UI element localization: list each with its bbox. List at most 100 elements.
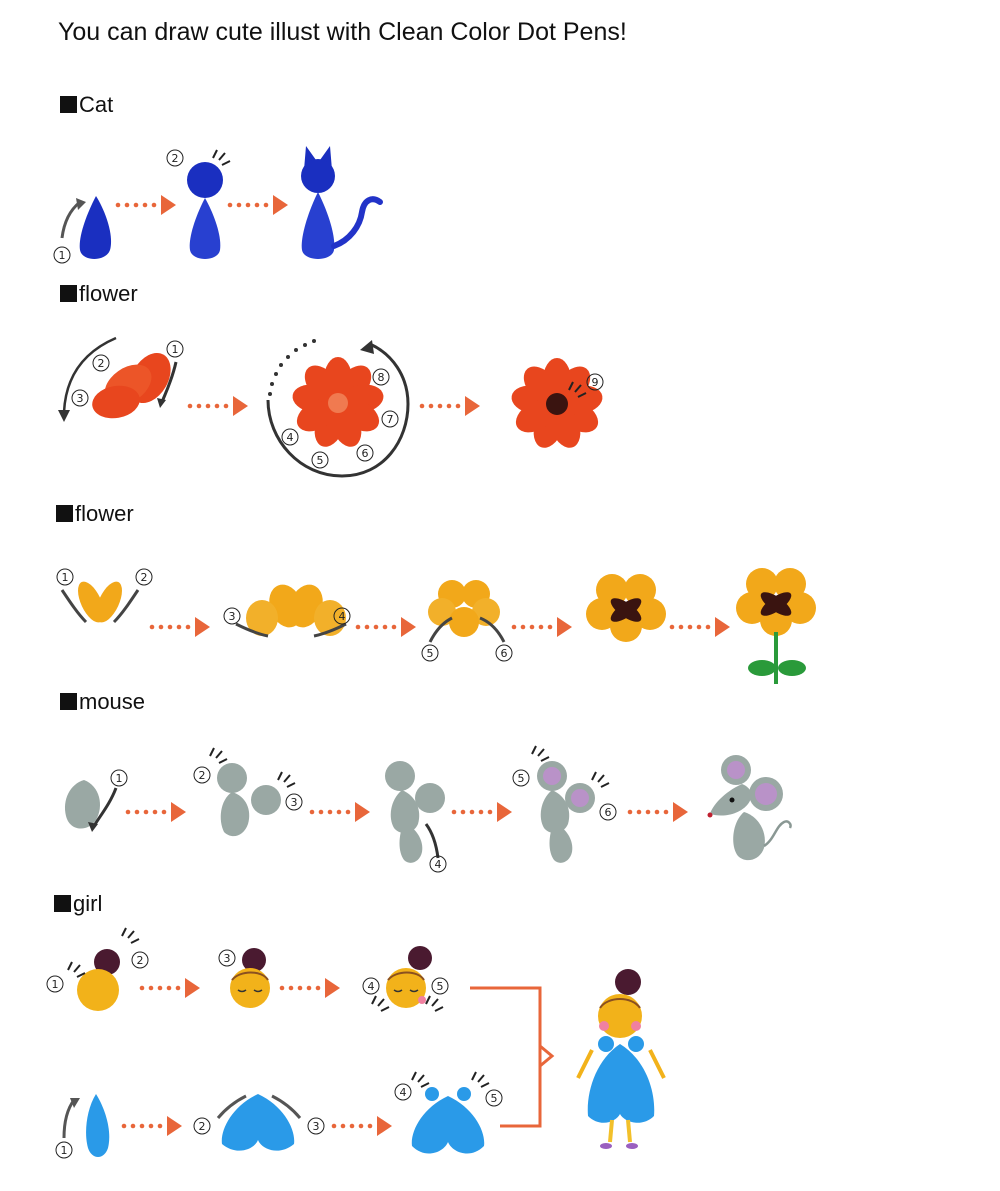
section-flower2-heading: flower — [56, 501, 134, 527]
step-marker: 3 — [285, 793, 303, 811]
step-marker: 6 — [599, 803, 617, 821]
step-marker: 4 — [394, 1083, 412, 1101]
cat-step-1 — [60, 196, 112, 259]
svg-text:5: 5 — [491, 1092, 498, 1105]
step-arrow-icon — [227, 195, 288, 215]
svg-text:4: 4 — [400, 1086, 407, 1099]
svg-text:5: 5 — [437, 980, 444, 993]
page-title: You can draw cute illust with Clean Colo… — [58, 18, 627, 46]
flower1-step-3 — [509, 358, 605, 453]
flower2-step-2 — [235, 584, 347, 638]
girl-body-step-3 — [411, 1071, 490, 1154]
step-marker: 4 — [362, 977, 380, 995]
step-arrow-icon — [627, 802, 688, 822]
step-marker: 6 — [356, 444, 374, 462]
square-bullet-icon — [60, 693, 77, 710]
step-arrow-icon — [139, 978, 200, 998]
step-marker: 3 — [71, 389, 89, 407]
step-arrow-icon — [125, 802, 186, 822]
svg-text:2: 2 — [141, 571, 148, 584]
circular-guide-arrow — [266, 342, 410, 478]
step-marker: 3 — [223, 607, 241, 625]
flower1-step-2 — [290, 357, 386, 452]
step-marker: 5 — [421, 644, 439, 662]
step-marker: 8 — [372, 368, 390, 386]
section-cat-heading: Cat — [60, 92, 113, 118]
cat-step-3 — [301, 146, 383, 259]
svg-text:3: 3 — [229, 610, 236, 623]
step-arrow-icon — [121, 1116, 182, 1136]
flower2-step-5 — [736, 568, 816, 684]
svg-text:2: 2 — [199, 1120, 206, 1133]
step-marker: 4 — [281, 428, 299, 446]
svg-text:1: 1 — [116, 772, 123, 785]
step-marker: 1 — [110, 769, 128, 787]
step-arrow-icon — [187, 396, 248, 416]
mouse-step-4 — [531, 745, 610, 863]
girl-body-step-2 — [216, 1094, 302, 1151]
svg-text:3: 3 — [291, 796, 298, 809]
svg-text:4: 4 — [339, 610, 346, 623]
bracket-connector — [470, 986, 542, 1128]
square-bullet-icon — [54, 895, 71, 912]
svg-text:2: 2 — [172, 152, 179, 165]
step-marker: 1 — [53, 246, 71, 264]
dotted-guide — [268, 339, 316, 396]
flower1-step-1 — [58, 336, 178, 422]
step-arrow-icon — [419, 396, 480, 416]
mouse-step-2 — [209, 747, 296, 837]
svg-text:5: 5 — [317, 454, 324, 467]
step-arrow-icon — [331, 1116, 392, 1136]
step-marker: 5 — [512, 769, 530, 787]
svg-text:1: 1 — [52, 978, 59, 991]
girl-body-step-1 — [62, 1094, 110, 1157]
step-marker: 9 — [586, 373, 604, 391]
svg-text:7: 7 — [387, 413, 394, 426]
square-bullet-icon — [56, 505, 73, 522]
svg-text:4: 4 — [368, 980, 375, 993]
step-arrow-icon — [309, 802, 370, 822]
square-bullet-icon — [60, 96, 77, 113]
svg-text:4: 4 — [287, 431, 294, 444]
svg-text:1: 1 — [61, 1144, 68, 1157]
svg-text:6: 6 — [605, 806, 612, 819]
mouse-step-3 — [385, 761, 445, 863]
step-arrow-icon — [149, 617, 210, 637]
step-marker: 2 — [166, 149, 184, 167]
step-arrow-icon — [115, 195, 176, 215]
svg-text:3: 3 — [77, 392, 84, 405]
svg-text:6: 6 — [362, 447, 369, 460]
step-marker: 5 — [431, 977, 449, 995]
section-girl-heading: girl — [54, 891, 102, 917]
step-marker: 2 — [193, 1117, 211, 1135]
step-marker: 2 — [131, 951, 149, 969]
step-arrow-icon — [451, 802, 512, 822]
step-marker: 1 — [46, 975, 64, 993]
step-markers: 1 2 1 2 3 4 5 6 7 8 9 1 2 3 4 5 6 1 2 3 … — [46, 149, 617, 1159]
svg-text:5: 5 — [427, 647, 434, 660]
step-marker: 1 — [56, 568, 74, 586]
svg-text:6: 6 — [501, 647, 508, 660]
svg-text:3: 3 — [313, 1120, 320, 1133]
flower2-step-3 — [428, 580, 506, 643]
svg-text:1: 1 — [172, 343, 179, 356]
svg-text:2: 2 — [199, 769, 206, 782]
girl-head-step-1 — [67, 927, 140, 1011]
svg-text:4: 4 — [435, 858, 442, 871]
step-marker: 5 — [311, 451, 329, 469]
svg-text:5: 5 — [518, 772, 525, 785]
flower2-step-1 — [60, 581, 140, 624]
mouse-step-5 — [707, 755, 792, 861]
flower2-step-4 — [586, 574, 666, 642]
step-marker: 5 — [485, 1089, 503, 1107]
section-flower-heading: flower — [60, 281, 138, 307]
svg-text:1: 1 — [62, 571, 69, 584]
girl-head-step-2 — [230, 948, 270, 1008]
step-marker: 2 — [135, 568, 153, 586]
step-marker: 2 — [92, 354, 110, 372]
svg-text:3: 3 — [224, 952, 231, 965]
step-marker: 3 — [218, 949, 236, 967]
step-marker: 6 — [495, 644, 513, 662]
square-bullet-icon — [60, 285, 77, 302]
